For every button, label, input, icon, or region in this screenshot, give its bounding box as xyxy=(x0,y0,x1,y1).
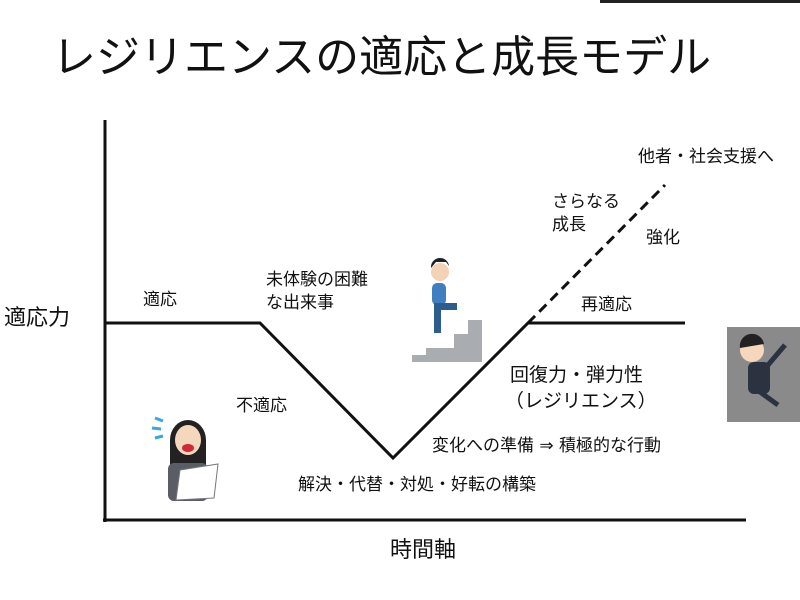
label-event-2: な出来事 xyxy=(266,293,334,313)
label-growth-2: 成長 xyxy=(552,215,586,235)
label-strengthen: 強化 xyxy=(646,228,680,248)
resilience-curve xyxy=(105,321,685,461)
y-axis-label: 適応力 xyxy=(4,306,71,331)
label-preparation: 変化への準備 ⇒ 積極的な行動 xyxy=(432,436,662,456)
label-support: 他者・社会支援へ xyxy=(638,147,774,167)
worried-woman-illustration xyxy=(151,416,219,501)
label-resilience-2: （レジリエンス） xyxy=(505,390,657,412)
top-border xyxy=(600,0,800,3)
label-solutions: 解決・代替・対処・好転の構築 xyxy=(298,475,536,495)
falling-woman-illustration xyxy=(727,327,800,422)
growth-dashed-line xyxy=(526,183,667,325)
label-growth-1: さらなる xyxy=(552,192,620,212)
x-axis-label: 時間軸 xyxy=(390,538,457,563)
diagram-title: レジリエンスの適応と成長モデル xyxy=(52,32,712,83)
label-resilience-1: 回復力・弾力性 xyxy=(510,364,644,386)
label-adaptation: 適応 xyxy=(143,290,177,310)
label-readaptation: 再適応 xyxy=(581,295,632,315)
stairs-climber-illustration xyxy=(412,257,482,362)
label-event-1: 未体験の困難 xyxy=(266,270,368,290)
label-maladaptation: 不適応 xyxy=(236,396,287,416)
